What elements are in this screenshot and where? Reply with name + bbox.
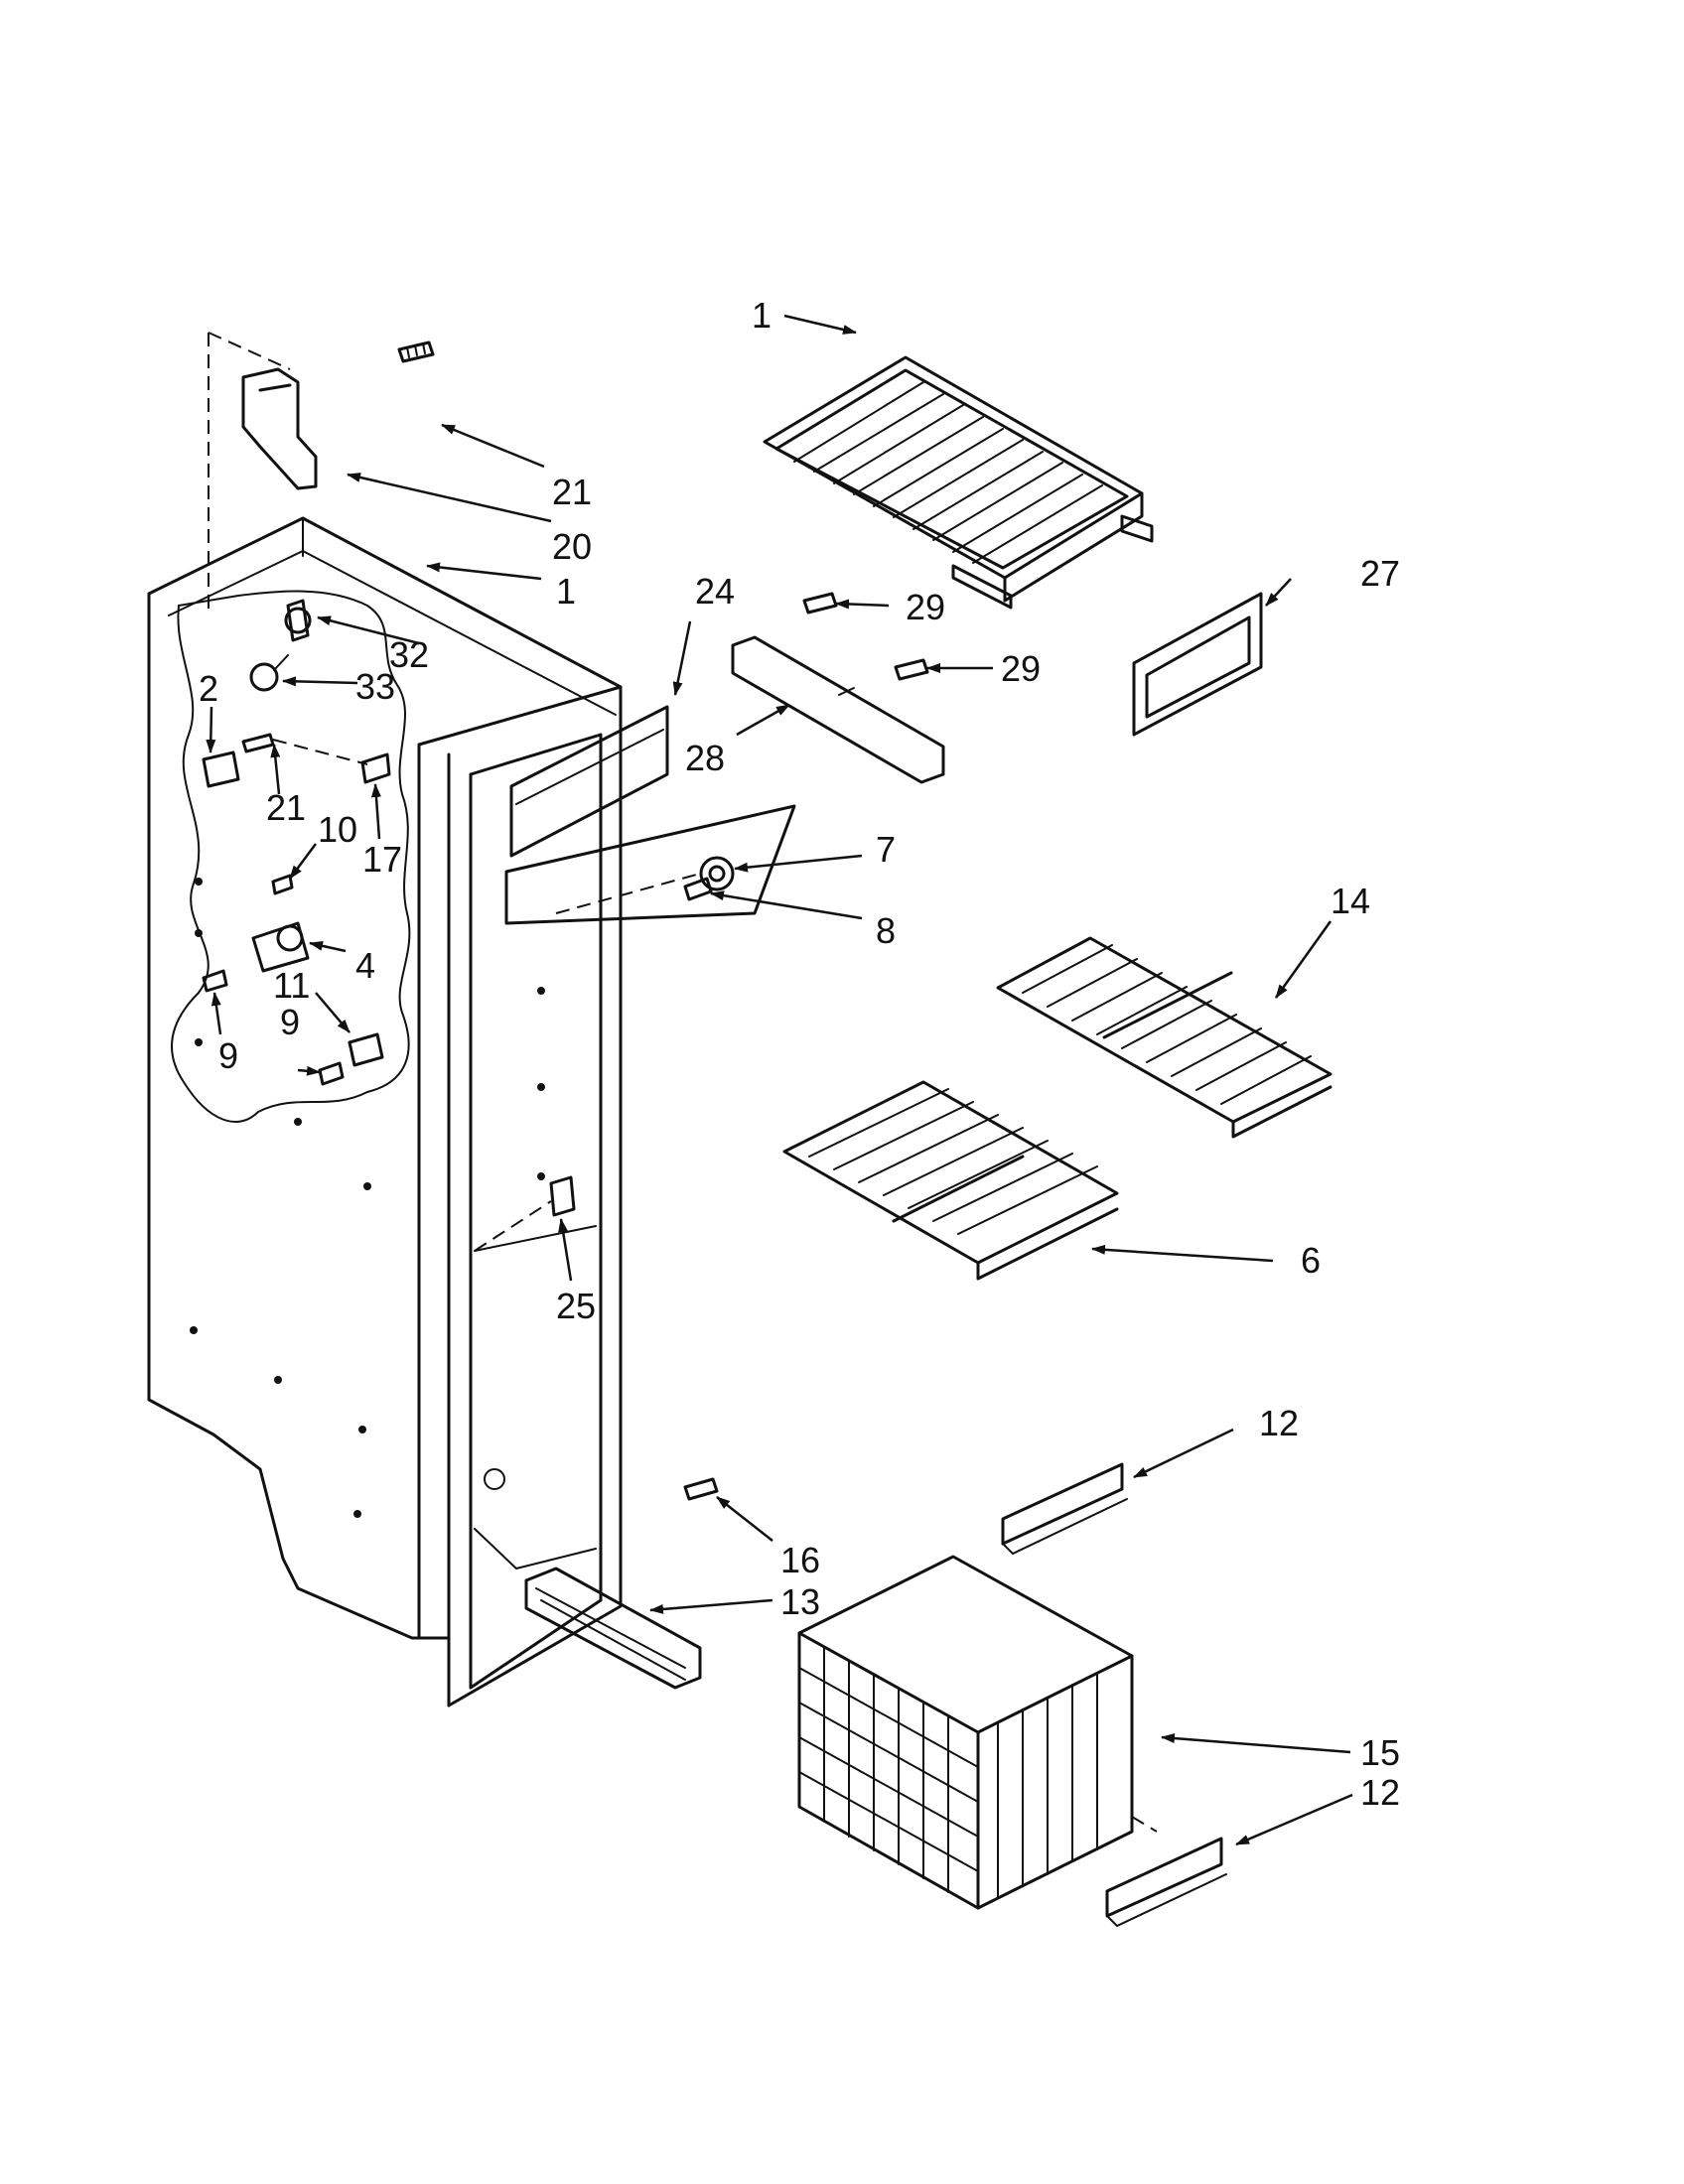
callout-1: 1 [556, 571, 576, 612]
top-hinge-bracket [208, 332, 318, 615]
callout-20: 20 [552, 526, 592, 567]
wire-shelf-14 [996, 936, 1333, 1139]
screw-29-upper [802, 592, 838, 614]
callout-13: 13 [780, 1581, 820, 1622]
screw-16 [683, 1477, 719, 1501]
screw-29-lower [894, 658, 929, 681]
door-switch-25 [474, 1175, 576, 1252]
callout-25: 25 [556, 1286, 596, 1326]
callout-12-lower: 12 [1360, 1772, 1400, 1813]
callout-11: 11 [273, 965, 310, 1006]
callout-10: 10 [318, 809, 357, 850]
callout-17: 17 [362, 839, 402, 880]
fan-grommet-7 [555, 856, 735, 914]
callout-7: 7 [876, 829, 896, 870]
wire-shelf-6 [782, 1080, 1119, 1281]
callout-4: 4 [355, 945, 375, 986]
callout-3: 1 [752, 295, 772, 336]
callout-6: 6 [1301, 1240, 1321, 1281]
screw-8 [683, 877, 713, 901]
callout-24: 24 [695, 571, 735, 612]
callout-8: 8 [876, 910, 896, 951]
leader-lines [206, 314, 1353, 1846]
callout-9-left: 9 [218, 1035, 238, 1076]
air-diffuser-24 [504, 705, 796, 925]
screw-9-right [318, 1061, 345, 1086]
mounting-holes [190, 878, 545, 1518]
freezer-cabinet-liner [147, 516, 623, 1707]
basket-rail-12-upper [1001, 1462, 1128, 1556]
callout-9-right: 9 [280, 1002, 300, 1042]
screw-10 [271, 874, 294, 895]
glass-shelf-3 [763, 355, 1154, 610]
shelf-support-28 [731, 635, 945, 784]
wire-basket-15 [797, 1555, 1158, 1910]
callout-27: 27 [1360, 553, 1400, 594]
callout-15: 15 [1360, 1732, 1400, 1773]
light-socket [284, 599, 312, 642]
clip-17 [272, 739, 391, 784]
callout-21-lower: 21 [266, 787, 306, 828]
callout-28: 28 [685, 738, 725, 778]
light-shield-27 [1132, 592, 1263, 737]
screw-9-left [202, 969, 228, 993]
callout-32: 32 [389, 634, 429, 675]
light-bulb [249, 654, 289, 692]
callout-33: 33 [355, 666, 395, 707]
screw-21-top [397, 341, 435, 363]
callout-16: 16 [780, 1540, 820, 1580]
callout-12-upper: 12 [1259, 1403, 1299, 1443]
thermostat-4 [251, 921, 310, 973]
callout-21-top: 21 [552, 472, 592, 512]
callout-29-upper: 29 [906, 587, 945, 627]
callout-14: 14 [1331, 881, 1370, 921]
bracket-2 [202, 751, 240, 788]
callout-2: 2 [199, 668, 218, 709]
basket-rail-12-lower [1105, 1837, 1227, 1928]
toe-grille-13 [524, 1567, 702, 1690]
callout-labels: 1 21 20 1 24 32 33 29 29 27 2 28 21 10 1… [199, 295, 1400, 1813]
bracket-11 [348, 1032, 384, 1067]
screw-21-lower [241, 733, 275, 753]
callout-29-lower: 29 [1001, 648, 1041, 689]
